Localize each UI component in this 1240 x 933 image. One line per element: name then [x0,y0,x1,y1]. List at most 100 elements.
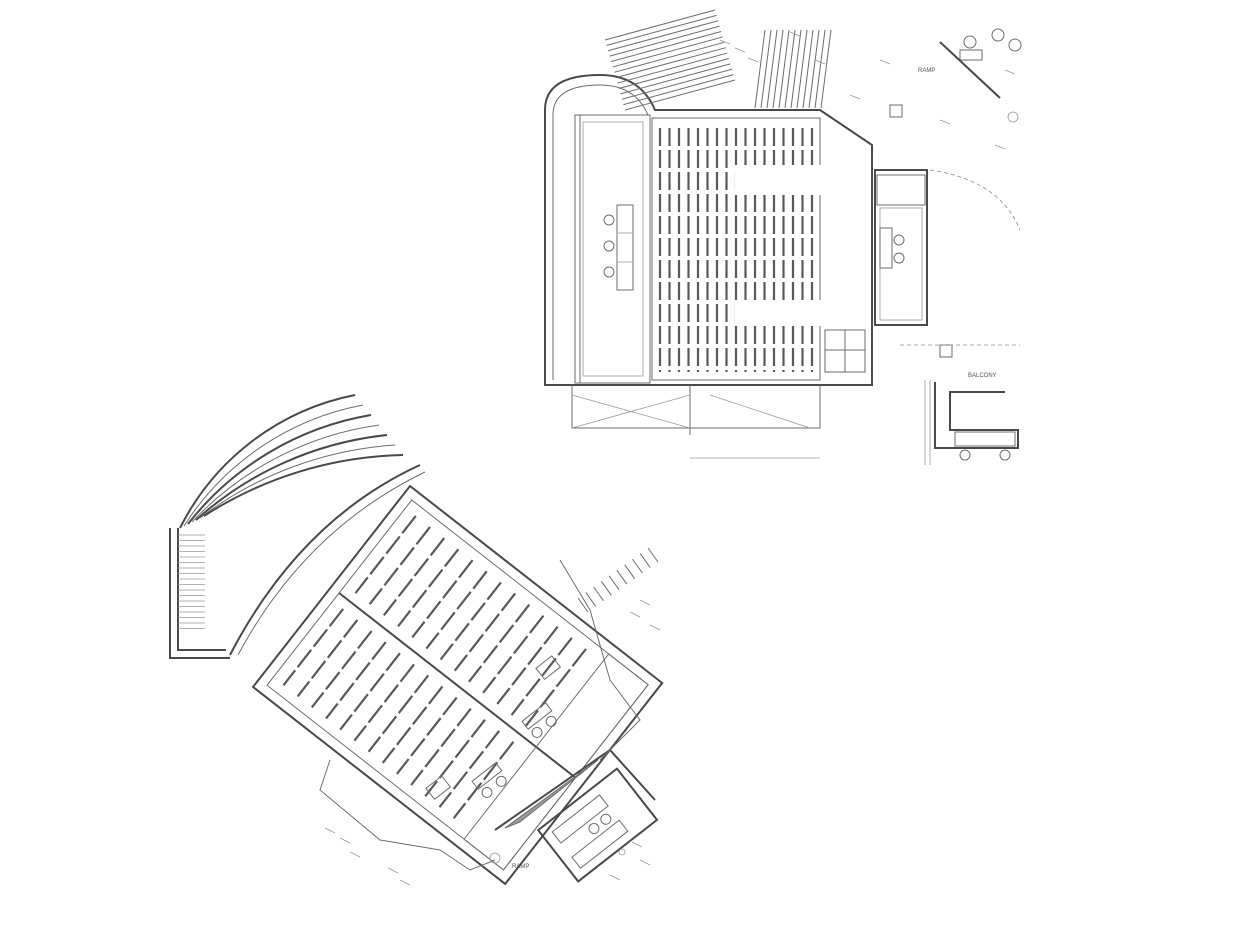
seat-row [381,685,444,764]
tier-arc [199,444,396,519]
stair-step [611,31,722,63]
upper-stairs [604,9,1016,150]
stair-step [609,25,720,57]
tier-arc [203,454,404,517]
seat-row [452,741,515,819]
stair-step [585,592,597,607]
tier-arc [183,404,364,527]
stair-step [790,29,802,109]
stair-step [796,29,808,109]
aisle [735,165,825,195]
aisle [735,300,825,326]
seat-row [524,648,587,727]
hatch-mark [789,31,801,37]
balcony-label: BALCONY [968,373,997,379]
seat-row [367,674,430,753]
stair-step [772,29,784,109]
upper-lounge: RAMP [889,28,1022,358]
seat-row [339,652,401,731]
seat-row [397,548,460,628]
seat-row [410,707,472,786]
stair-step [784,29,796,109]
hatch-mark [349,851,361,858]
hatch-mark [324,827,336,834]
ramp-label-lower: RAMP [512,864,529,870]
hatch-mark [631,841,643,848]
seat-row [425,570,488,650]
upper-stage [574,114,651,384]
upper-inner-wall [552,84,649,380]
upper-side-room [874,169,928,326]
seat-row [354,515,417,594]
stair-step [593,586,604,602]
stair-step [814,29,826,109]
stair-step [778,29,790,109]
stair-step [624,79,736,111]
tier-arc [191,424,380,523]
stair-step [618,57,729,89]
hatch-mark [399,879,411,886]
lower-right-stairs [577,547,659,613]
lower-hall-outline [251,484,664,886]
stair-step [623,74,734,106]
hatch-mark [1004,69,1016,75]
seat-row [368,526,431,605]
hatch-mark [649,624,661,631]
stair-step [600,581,612,596]
stair-step [604,9,716,41]
hatch-mark [339,837,351,844]
upper-outer-wall [544,73,873,386]
hatch-mark [879,59,891,65]
seat-row [424,719,486,797]
seat-row [439,581,502,661]
hatch-mark [629,611,641,618]
stair-step [615,47,726,79]
seat-row [482,614,545,694]
stair-step [608,575,620,591]
seat-row [353,663,415,742]
hatch-mark [814,59,826,65]
stair-step [766,29,778,109]
seat-row [282,608,345,686]
hatch-mark [387,867,399,874]
seat-row [296,619,359,698]
hatch-mark [609,874,621,881]
stair-step [820,29,832,109]
seat-row [396,696,458,775]
tier-arc [229,464,421,656]
upper-seat-rows [658,128,825,372]
seat-row [438,730,501,808]
stair-step [754,29,766,109]
stair-step [808,29,820,109]
stair-step [632,558,643,574]
seat-row [411,559,474,639]
hatch-mark [994,144,1006,150]
stair-step [802,29,814,109]
stair-step [614,41,725,73]
seat-row [453,592,516,672]
seat-row [382,537,446,616]
tier-arc [187,414,372,525]
hatch-mark [939,119,951,125]
seat-row [325,641,387,720]
seat-row [468,603,531,683]
lower-left-steps [178,534,205,629]
stair-step [617,52,728,84]
upper-stage-inner [582,121,644,377]
ramp-label-upper: RAMP [918,68,935,74]
stair-step [624,564,636,579]
stair-step [607,20,719,52]
seat-row [496,626,559,705]
stair-step [577,597,589,613]
lower-seat-rows [282,515,587,819]
stair-step [647,547,659,563]
hatch-mark [639,599,651,606]
stair-step [612,36,723,68]
stair-step [760,29,772,109]
upper-bottom-corridor [571,385,821,429]
stair-step [606,14,717,46]
tier-arc [237,471,426,656]
hatch-mark [639,859,651,866]
hatch-mark [747,57,759,63]
